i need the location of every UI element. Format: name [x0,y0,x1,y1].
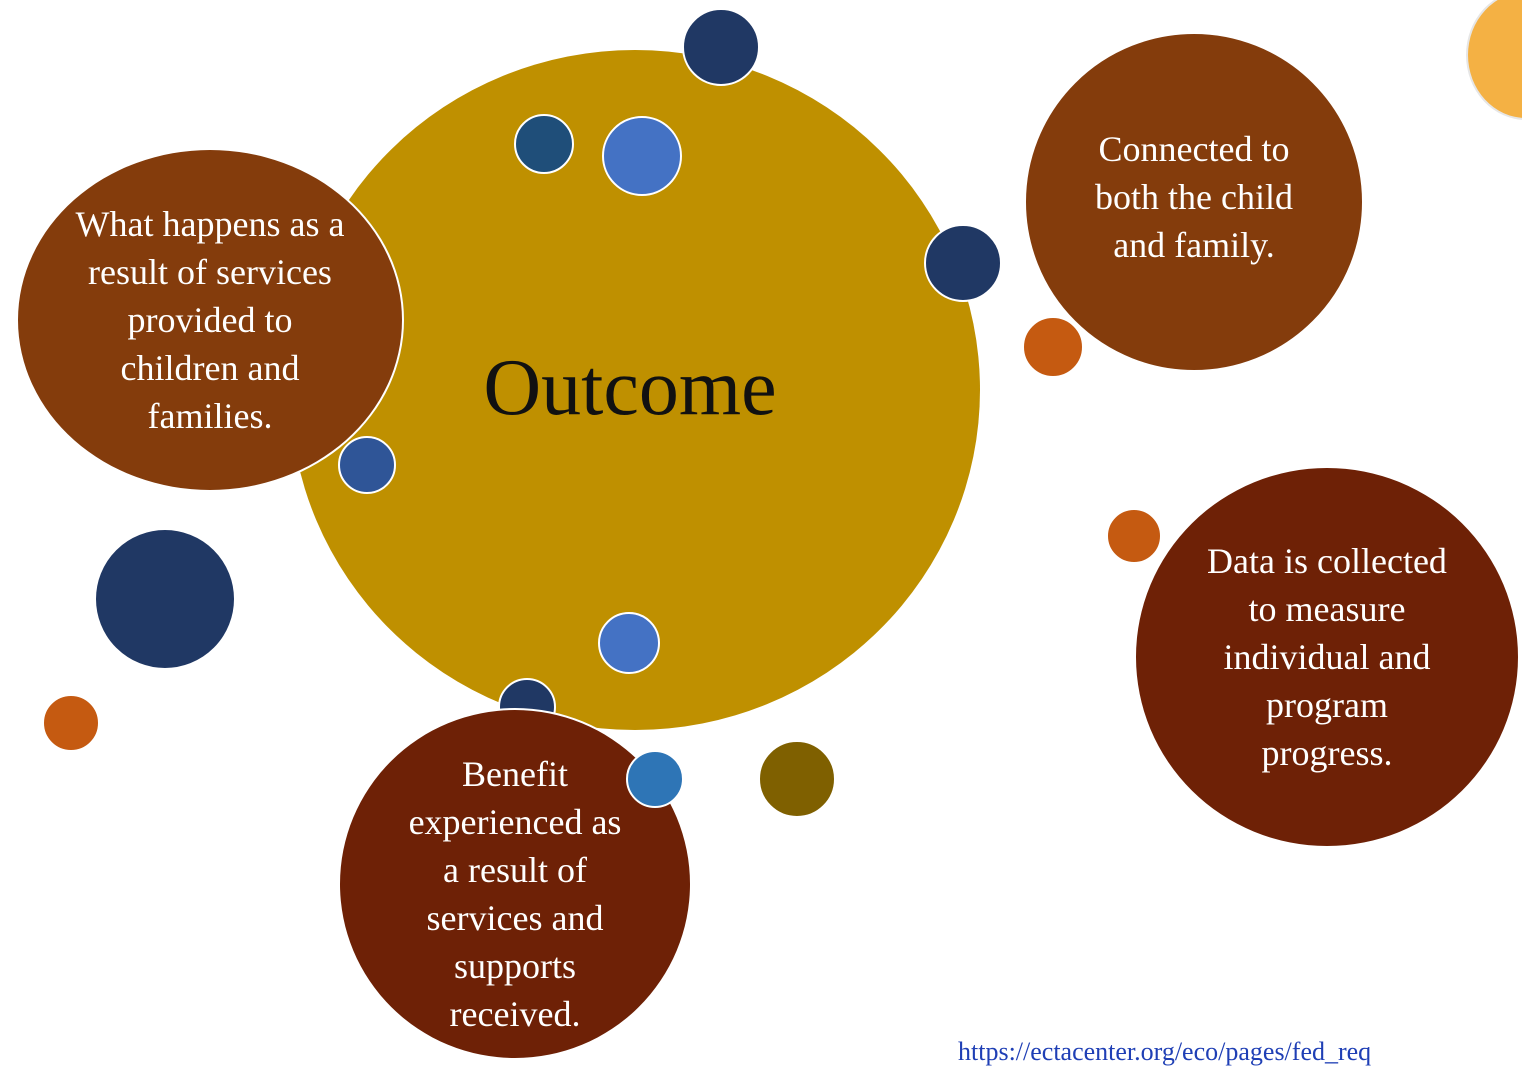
source-link[interactable]: https://ectacenter.org/eco/pages/fed_req [958,1037,1372,1066]
orange-dot-right [1022,316,1084,378]
olive-dot [758,740,836,818]
bubble-data-text: Data is collected to measure individual … [1207,541,1447,773]
navy-dot-top [682,8,760,86]
bright-blue-dot-bottom [598,612,660,674]
bubble-what-happens: What happens as a result of services pro… [16,148,404,492]
bubble-benefit: Benefit experienced as a result of servi… [338,708,692,1060]
orange-dot-left [42,694,100,752]
navy-dot-large [94,528,236,670]
gold-shape-corner [1466,0,1522,120]
bubble-connected-text: Connected to both the child and family. [1095,129,1293,265]
bubble-what-happens-text: What happens as a result of services pro… [75,204,345,436]
orange-dot-data [1106,508,1162,564]
bright-blue-dot-top [602,116,682,196]
navy-dot-right [924,224,1002,302]
bubble-benefit-text: Benefit experienced as a result of servi… [408,754,622,1034]
sky-blue-dot [626,750,684,808]
outcome-label: Outcome [483,344,777,432]
medium-blue-dot [338,436,396,494]
steel-blue-dot [514,114,574,174]
bubble-connected: Connected to both the child and family. [1024,32,1364,372]
bubble-data: Data is collected to measure individual … [1134,466,1520,848]
